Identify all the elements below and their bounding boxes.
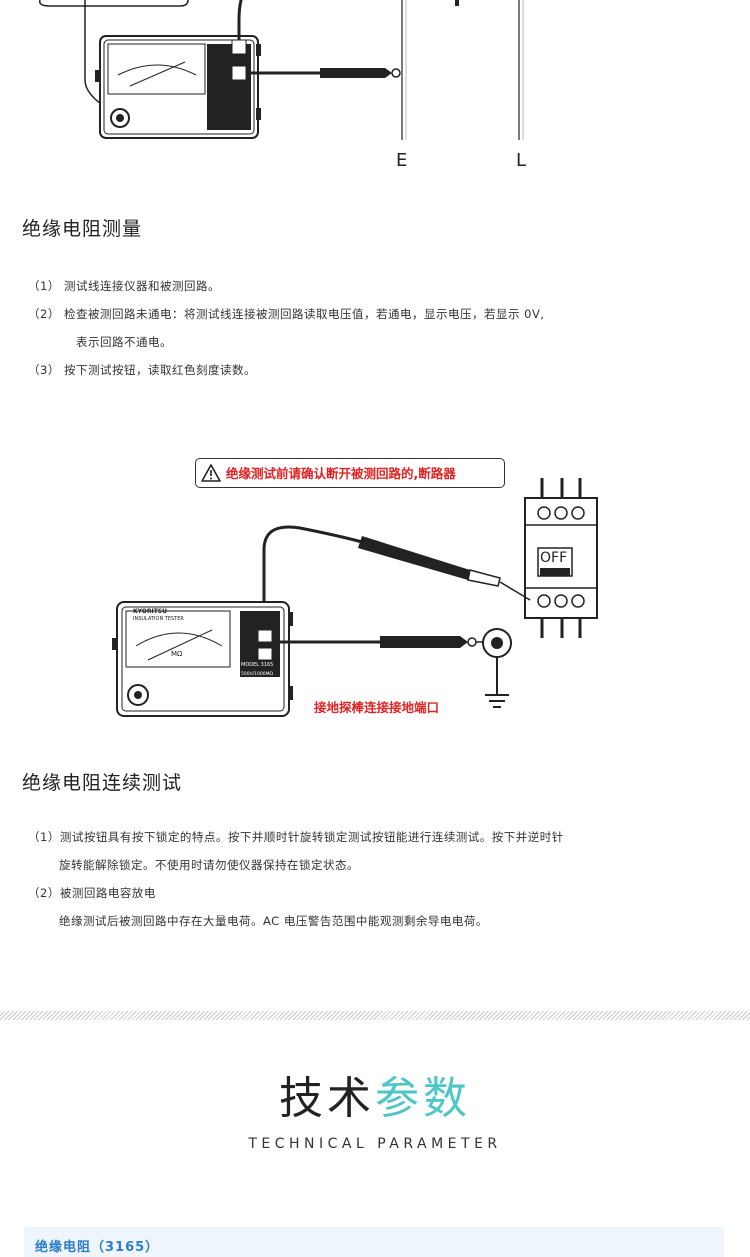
tech-title-main: 技术 [279, 1073, 375, 1124]
ground-probe-label: 接地探棒连接接地端口 [314, 700, 440, 715]
hatched-divider [0, 1011, 750, 1020]
meter-product: INSULATION TESTER [133, 616, 184, 622]
continuous-line-4: 绝缘测试后被测回路中存在大量电荷。AC 电压警告范围中能观测剩余导电电荷。 [59, 914, 488, 928]
breaker-off-label: OFF [540, 550, 568, 566]
warning-triangle-icon [201, 464, 221, 482]
meter-unit: MΩ [171, 650, 183, 658]
connection-diagram-top [38, 0, 524, 140]
tech-title-accent: 参数 [375, 1073, 471, 1124]
insulation-tester [112, 601, 293, 717]
continuous-line-2: 旋转能解除锁定。不使用时请勿使仪器保持在锁定状态。 [59, 858, 359, 872]
meter-model: MODEL 3165 [241, 662, 274, 668]
step-2: （2） 检查被测回路未通电：将测试线连接被测回路读取电压值，若通电，显示电压，若… [28, 307, 545, 321]
ground-terminal [482, 628, 512, 708]
meter-brand: KYORITSU [133, 608, 168, 615]
terminal-e-label: E [396, 150, 408, 171]
insulation-tester-top [95, 35, 261, 139]
spec-header-label: 绝缘电阻（3165） [35, 1240, 160, 1255]
warning-text: 绝缘测试前请确认断开被测回路的,断路器 [226, 466, 456, 481]
tech-subtitle: TECHNICAL PARAMETER [248, 1136, 502, 1152]
step-2-cont: 表示回路不通电。 [76, 335, 172, 349]
meter-range: 500V/1000MΩ [241, 672, 273, 677]
step-3: （3） 按下测试按钮，读取红色刻度读数。 [28, 363, 256, 377]
continuous-line-1: （1）测试按钮具有按下锁定的特点。按下并顺时针旋转锁定测试按钮能进行连续测试。按… [28, 830, 564, 844]
section-title-insulation-measure: 绝缘电阻测量 [22, 218, 143, 240]
warning-box [195, 458, 505, 488]
step-1: （1） 测试线连接仪器和被测回路。 [28, 279, 220, 293]
connection-diagram-breaker [112, 478, 598, 717]
tech-title: 技术参数 [0, 1062, 750, 1126]
continuous-line-3: （2）被测回路电容放电 [28, 886, 156, 900]
terminal-l-label: L [516, 150, 527, 171]
section-title-continuous-test: 绝缘电阻连续测试 [22, 772, 183, 794]
circuit-breaker [524, 478, 598, 638]
